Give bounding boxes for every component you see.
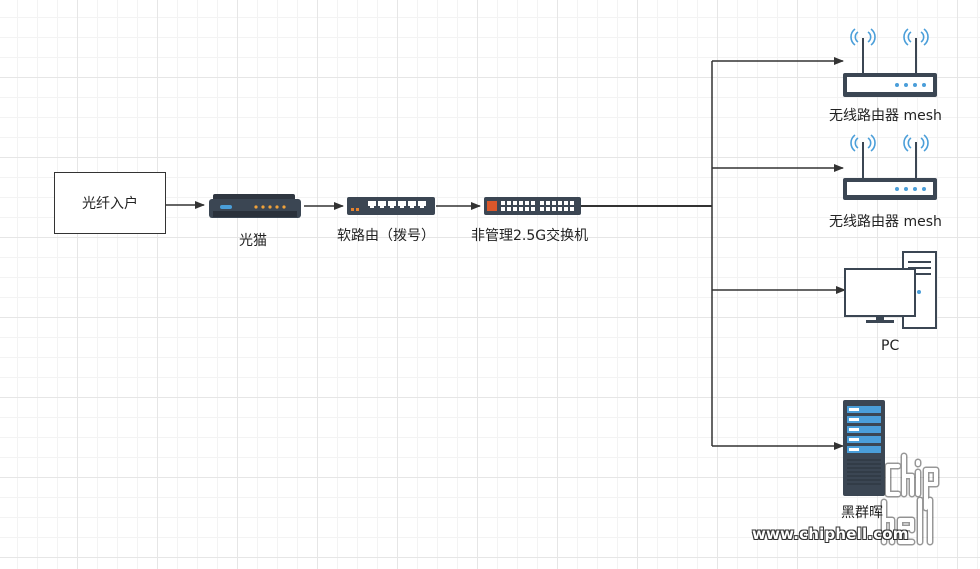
soft-router-icon[interactable] bbox=[347, 197, 435, 215]
watermark-url: www.chiphell.com bbox=[752, 525, 909, 543]
pc-label: PC bbox=[881, 338, 900, 354]
modem-icon[interactable] bbox=[209, 194, 301, 218]
server-icon[interactable] bbox=[843, 400, 885, 496]
wireless-router-icon-2[interactable] bbox=[843, 134, 937, 200]
soft-router-label: 软路由（拨号） bbox=[337, 228, 435, 244]
mesh-router-2-label: 无线路由器 mesh bbox=[829, 214, 942, 230]
server-label: 黑群晖 bbox=[841, 505, 883, 521]
switch-label: 非管理2.5G交换机 bbox=[471, 228, 589, 244]
wireless-router-icon-1[interactable] bbox=[843, 28, 937, 97]
wifi-signal-icon bbox=[850, 134, 929, 152]
fiber-input-label: 光纤入户 bbox=[82, 196, 138, 212]
connectors bbox=[166, 57, 846, 450]
mesh-router-1-label: 无线路由器 mesh bbox=[829, 108, 942, 124]
chiphell-logo-icon bbox=[880, 452, 940, 546]
modem-label: 光猫 bbox=[239, 233, 267, 249]
switch-icon[interactable] bbox=[484, 197, 581, 215]
pc-icon[interactable] bbox=[844, 251, 937, 329]
wifi-signal-icon bbox=[850, 28, 929, 46]
fiber-input-node[interactable]: 光纤入户 bbox=[54, 172, 166, 234]
